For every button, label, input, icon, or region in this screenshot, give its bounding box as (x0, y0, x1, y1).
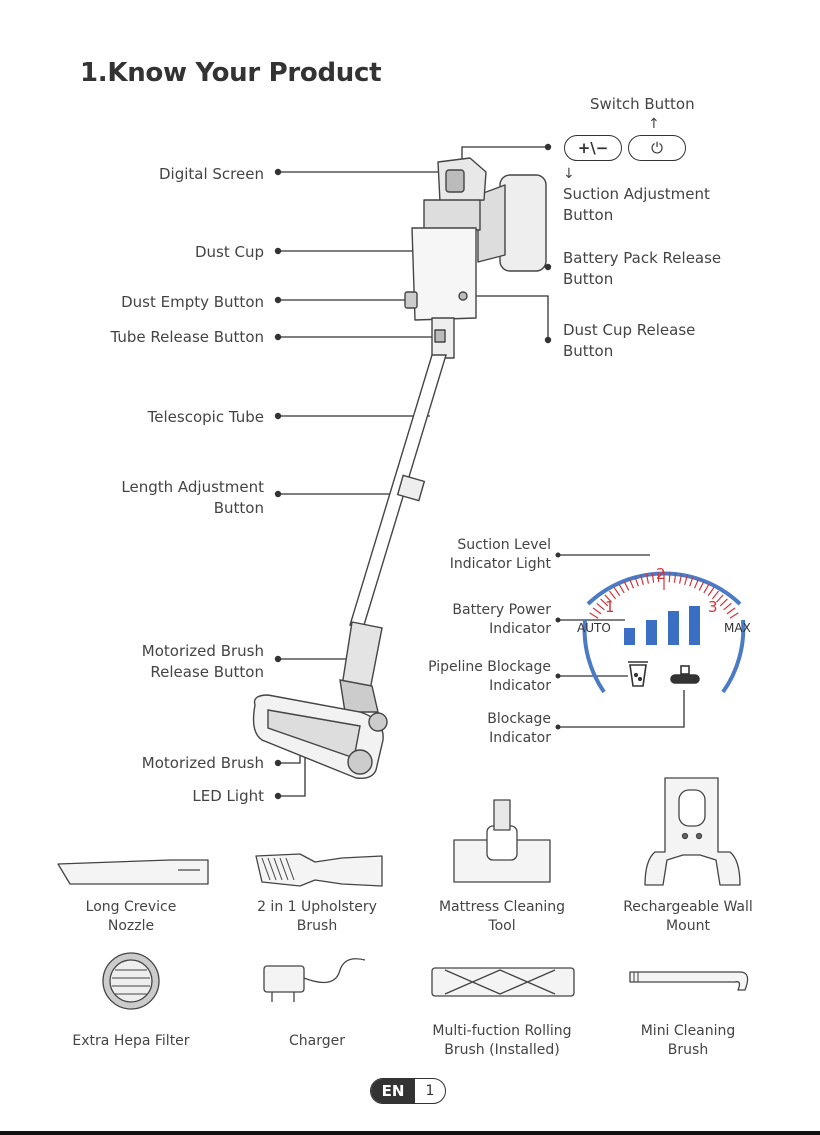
dust-cup-label: Dust Cup (195, 242, 264, 263)
suction-adjust-button[interactable]: +\− (564, 135, 622, 161)
digital-screen-label: Digital Screen (159, 164, 264, 185)
suction-tick (624, 582, 629, 591)
level-1-label: 1 (605, 598, 615, 616)
suction-tick (720, 599, 727, 606)
suction-tick (614, 588, 620, 596)
arrow-up-icon: ↑ (648, 114, 660, 135)
suction-tick (704, 584, 709, 593)
auto-label: AUTO (577, 621, 611, 635)
arrow-down-icon: ↓ (563, 164, 575, 185)
switch-button-label: Switch Button (590, 94, 695, 115)
motorized-brush-label: Motorized Brush (142, 753, 264, 774)
battery-bar (689, 606, 700, 645)
level-3-label: 3 (708, 598, 718, 616)
suction-tick (597, 603, 605, 609)
suction-tick (724, 603, 732, 609)
suction-tick (590, 613, 598, 618)
suction-tick (619, 584, 624, 593)
level-2-label: 2 (656, 565, 666, 583)
battery-bar (624, 628, 635, 645)
accessory-label-hepa: Extra Hepa Filter (46, 1032, 216, 1051)
telescopic-tube-label: Telescopic Tube (148, 407, 264, 428)
page-indicator: EN 1 (370, 1078, 446, 1104)
mini-brush-drawing (630, 972, 748, 990)
power-icon[interactable]: ⏻ (628, 135, 686, 161)
suction-tick (727, 608, 735, 614)
upholstery-brush-drawing (256, 854, 382, 886)
crevice-nozzle-drawing (58, 860, 208, 884)
page-number: 1 (415, 1079, 445, 1103)
language-tag: EN (371, 1079, 415, 1103)
tube-release-label: Tube Release Button (110, 327, 264, 348)
max-label: MAX (724, 621, 751, 635)
battery-bar (646, 620, 657, 645)
bottom-bar (0, 1131, 820, 1135)
pipeline-blockage-icon (628, 662, 648, 686)
led-light-label: LED Light (192, 786, 264, 807)
suction-tick (730, 613, 738, 618)
rolling-brush-drawing (432, 968, 574, 996)
suction-tick (699, 582, 704, 591)
charger-drawing (264, 966, 304, 992)
suction-tick (708, 588, 714, 596)
suction-tick (669, 572, 670, 582)
blockage-icon (671, 666, 699, 683)
suction-tick (593, 608, 601, 614)
battery-bar (668, 611, 679, 645)
dust-empty-label: Dust Empty Button (121, 292, 264, 313)
accessory-label-charger: Charger (232, 1032, 402, 1051)
